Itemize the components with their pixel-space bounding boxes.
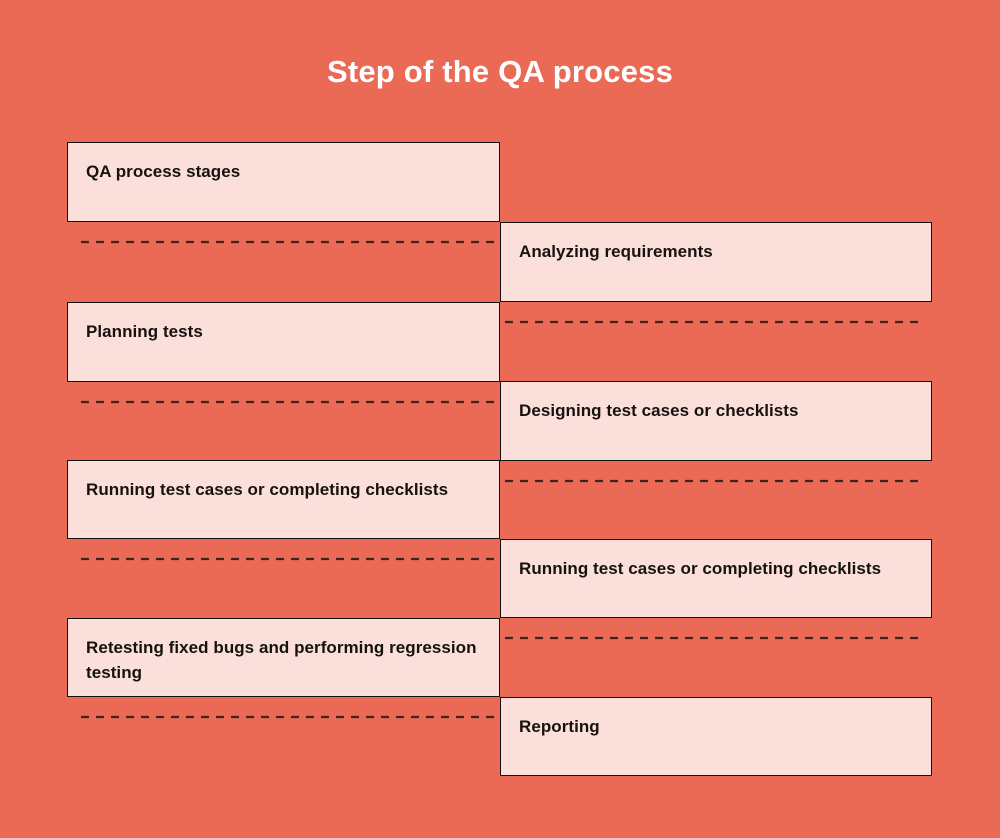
process-step-2[interactable]: Analyzing requirements — [500, 222, 932, 302]
page-title: Step of the QA process — [326, 54, 674, 89]
process-step-label: Reporting — [519, 717, 600, 736]
process-step-label: Running test cases or completing checkli… — [519, 559, 882, 578]
process-step-5[interactable]: Running test cases or completing checkli… — [67, 460, 500, 539]
process-step-7[interactable]: Retesting fixed bugs and performing regr… — [67, 618, 500, 697]
process-step-label: QA process stages — [86, 162, 241, 181]
process-step-label: Running test cases or completing checkli… — [86, 480, 449, 499]
process-step-1[interactable]: QA process stages — [67, 142, 500, 222]
process-step-3[interactable]: Planning tests — [67, 302, 500, 382]
process-step-4[interactable]: Designing test cases or checklists — [500, 381, 932, 461]
process-step-label: Planning tests — [86, 322, 203, 341]
process-step-6[interactable]: Running test cases or completing checkli… — [500, 539, 932, 618]
process-step-8[interactable]: Reporting — [500, 697, 932, 776]
process-step-label: Analyzing requirements — [519, 242, 713, 261]
process-step-label: Retesting fixed bugs and performing regr… — [86, 638, 477, 682]
process-step-label: Designing test cases or checklists — [519, 401, 799, 420]
